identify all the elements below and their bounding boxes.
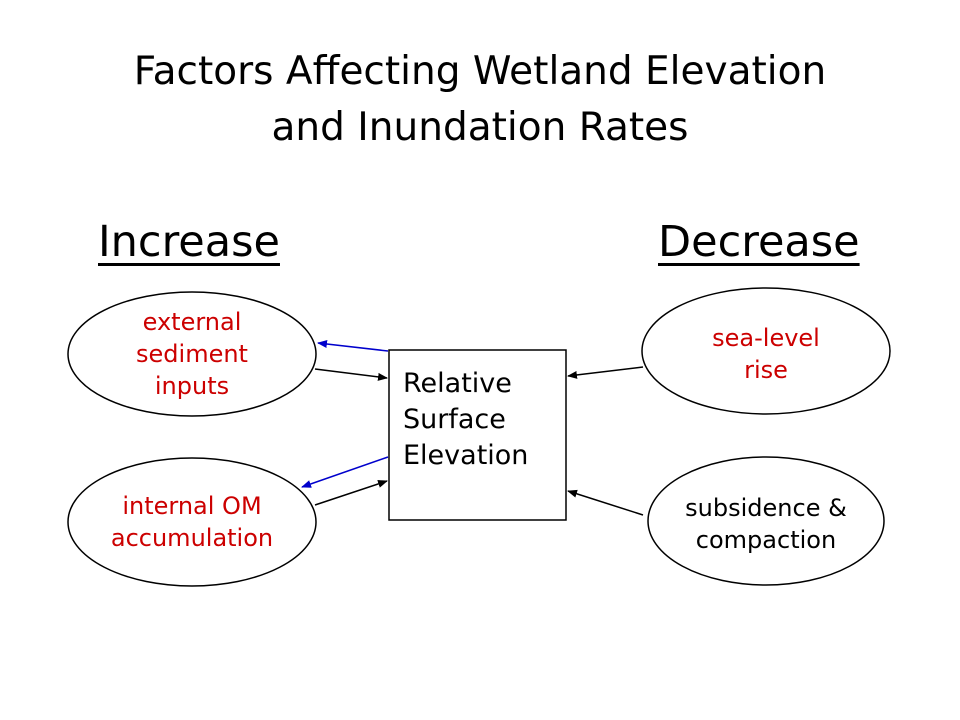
title-line-1: Factors Affecting Wetland Elevation: [133, 49, 827, 94]
arrow-subsidence-to-center: [567, 489, 644, 516]
arrow-internal-to-center: [314, 480, 388, 506]
relative-surface-elevation-label: Relative Surface Elevation: [403, 368, 529, 471]
feedback-arrow-center-to-external: [317, 340, 389, 352]
relative-surface-elevation-box: [388, 349, 567, 521]
increase-heading: Increase: [98, 217, 280, 267]
arrow-sea-level-to-center: [567, 366, 644, 379]
external-sediment-label: external sediment inputs: [136, 308, 248, 400]
external-sediment-node-shape: [67, 291, 317, 417]
internal-om-node-shape: [67, 457, 317, 587]
decrease-heading: Decrease: [658, 217, 860, 267]
feedback-arrow-center-to-internal: [301, 456, 389, 488]
diagram-title: Factors Affecting Wetland Elevation and …: [0, 44, 960, 156]
arrow-external-to-center: [314, 368, 388, 381]
sea-level-node-shape: [641, 287, 891, 415]
internal-om-label: internal OM accumulation: [110, 492, 274, 552]
title-line-2: and Inundation Rates: [271, 105, 689, 150]
subsidence-node-shape: [647, 456, 885, 586]
sea-level-label: sea-level rise: [712, 324, 820, 384]
subsidence-label: subsidence & compaction: [685, 494, 847, 554]
